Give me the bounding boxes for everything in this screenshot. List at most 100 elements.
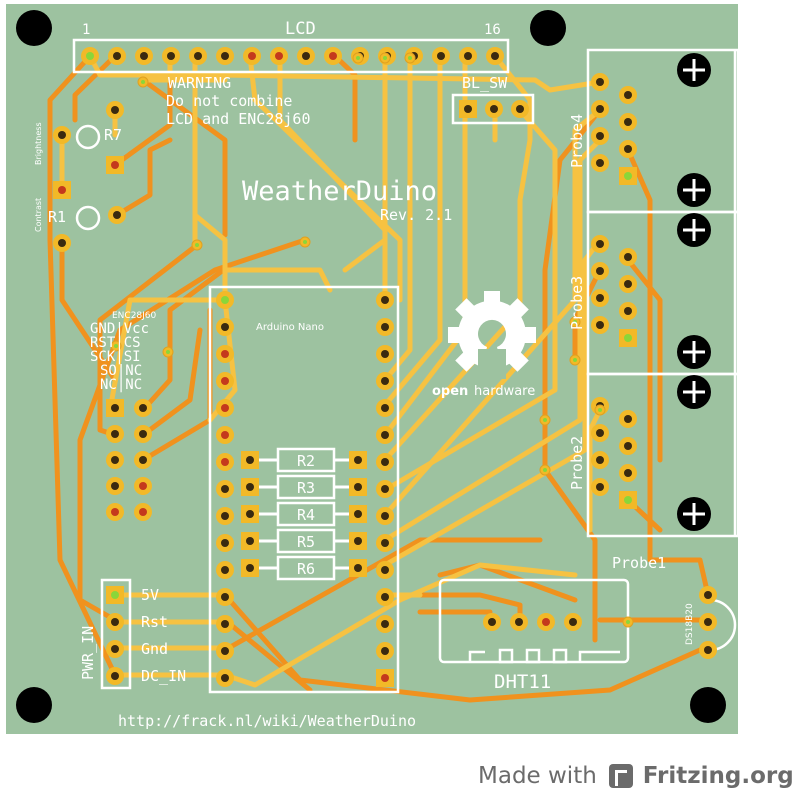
nano-pin: [216, 642, 234, 660]
resistor-pad: [241, 478, 259, 496]
ds18b20-pin: [699, 586, 717, 604]
nano-pin: [376, 615, 394, 633]
probe-pin: [619, 140, 637, 158]
resistor-label: R4: [297, 506, 315, 524]
r1-label: R1: [48, 208, 66, 226]
mounting-hole-icon: [530, 10, 566, 46]
top-traces: [59, 53, 603, 688]
terminal-screw-slot: [683, 179, 705, 201]
ds18b20-label: DS18B20: [685, 603, 695, 645]
probe-pin: [619, 275, 637, 293]
resistor-pad: [241, 532, 259, 550]
lcd-pin: [459, 47, 477, 65]
dht-pin: [564, 613, 582, 631]
via-hole: [114, 344, 118, 348]
enc-title: ENC28J60: [112, 311, 157, 321]
mounting-hole-icon: [16, 10, 52, 46]
bl-sw-pin: [459, 100, 477, 118]
enc-row-4: SO|NC: [100, 363, 142, 379]
nano-pin: [216, 399, 234, 417]
nano-pin: [216, 588, 234, 606]
nano-pin: [216, 345, 234, 363]
enc-pin: [134, 451, 152, 469]
via-hole: [303, 240, 307, 244]
lcd-pin: [135, 47, 153, 65]
resistor-label: R5: [297, 533, 315, 551]
via-hole: [383, 56, 387, 60]
probe1-label: Probe1: [612, 554, 666, 572]
pwr-rst-label: Rst: [141, 613, 168, 631]
nano-pin: [216, 534, 234, 552]
r1-pin: [53, 181, 71, 199]
resistor-pad: [241, 505, 259, 523]
oshw-open: open: [432, 384, 468, 399]
lcd-pin-first: 1: [82, 22, 90, 38]
pwr-gnd-label: Gnd: [141, 640, 168, 658]
probe3-label: Probe3: [568, 276, 586, 330]
probe-pin: [591, 235, 609, 253]
nano-pin: [216, 561, 234, 579]
lcd-pin: [324, 47, 342, 65]
pwr-pin: [106, 613, 124, 631]
lcd-pin: [81, 47, 99, 65]
probe-pin: [619, 302, 637, 320]
enc-pin: [134, 399, 152, 417]
pads: [53, 47, 717, 687]
probe-pin: [591, 478, 609, 496]
dht-pin: [483, 613, 501, 631]
via-hole: [141, 80, 145, 84]
nano-pin: [376, 642, 394, 660]
enc-pin: [134, 503, 152, 521]
bl-sw-pin: [511, 100, 529, 118]
probe-pin: [619, 248, 637, 266]
contrast-label: Contrast: [34, 198, 43, 232]
nano-pin: [216, 291, 234, 309]
via-hole: [195, 243, 199, 247]
probe-pin: [619, 464, 637, 482]
bl-sw-label: BL_SW: [462, 74, 508, 92]
nano-pin: [376, 453, 394, 471]
nano-pin: [376, 426, 394, 444]
enc-pin: [106, 451, 124, 469]
r1-pin: [108, 206, 126, 224]
mounting-hole-icon: [16, 687, 52, 723]
nano-pin: [216, 480, 234, 498]
via-hole: [626, 620, 630, 624]
terminal-screw-slot: [683, 503, 705, 525]
nano-pin: [376, 588, 394, 606]
nano-pin: [376, 318, 394, 336]
lcd-pin: [270, 47, 288, 65]
nano-pin: [216, 318, 234, 336]
fritzing-brand-link[interactable]: Fritzing.org: [642, 763, 794, 789]
ds18b20-pin: [699, 613, 717, 631]
pwr-dcin-label: DC_IN: [141, 667, 186, 685]
lcd-pin: [162, 47, 180, 65]
nano-pin: [216, 426, 234, 444]
probe-pin: [591, 262, 609, 280]
probe-pin: [619, 167, 637, 185]
probe-pin: [591, 451, 609, 469]
nano-pin: [376, 669, 394, 687]
pwr-pin: [106, 667, 124, 685]
r7-pin: [53, 126, 71, 144]
enc-row-5: NC|NC: [100, 377, 142, 393]
probe-pin: [619, 410, 637, 428]
resistor-label: R2: [297, 452, 315, 470]
lcd-pin: [432, 47, 450, 65]
bl-sw-pin: [485, 100, 503, 118]
mounting-hole-icon: [690, 687, 726, 723]
board-substrate: [6, 4, 738, 734]
mounting-holes: [16, 10, 726, 723]
nano-pin: [216, 507, 234, 525]
probe2-label: Probe2: [568, 436, 586, 490]
via-hole: [408, 56, 412, 60]
probe-pin: [591, 73, 609, 91]
via-hole: [598, 408, 602, 412]
pwr-pin: [106, 586, 124, 604]
lcd-pin: [216, 47, 234, 65]
lcd-pin: [108, 47, 126, 65]
dht-pin: [537, 613, 555, 631]
probe-pin: [591, 289, 609, 307]
pwr-5v-label: 5V: [141, 586, 159, 604]
